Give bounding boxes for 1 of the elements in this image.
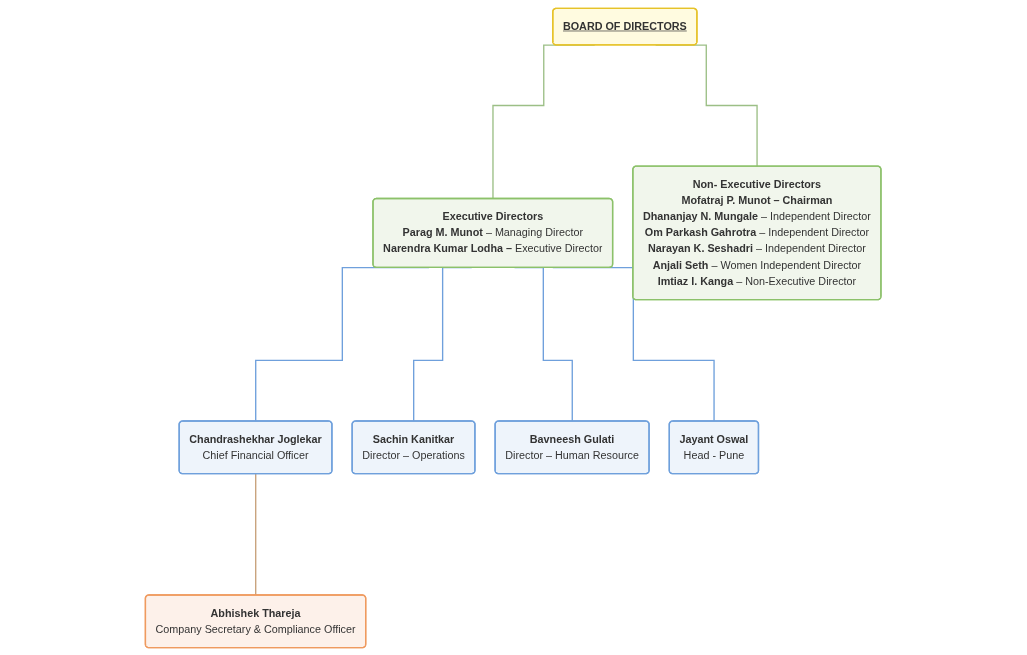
connector <box>255 472 257 596</box>
